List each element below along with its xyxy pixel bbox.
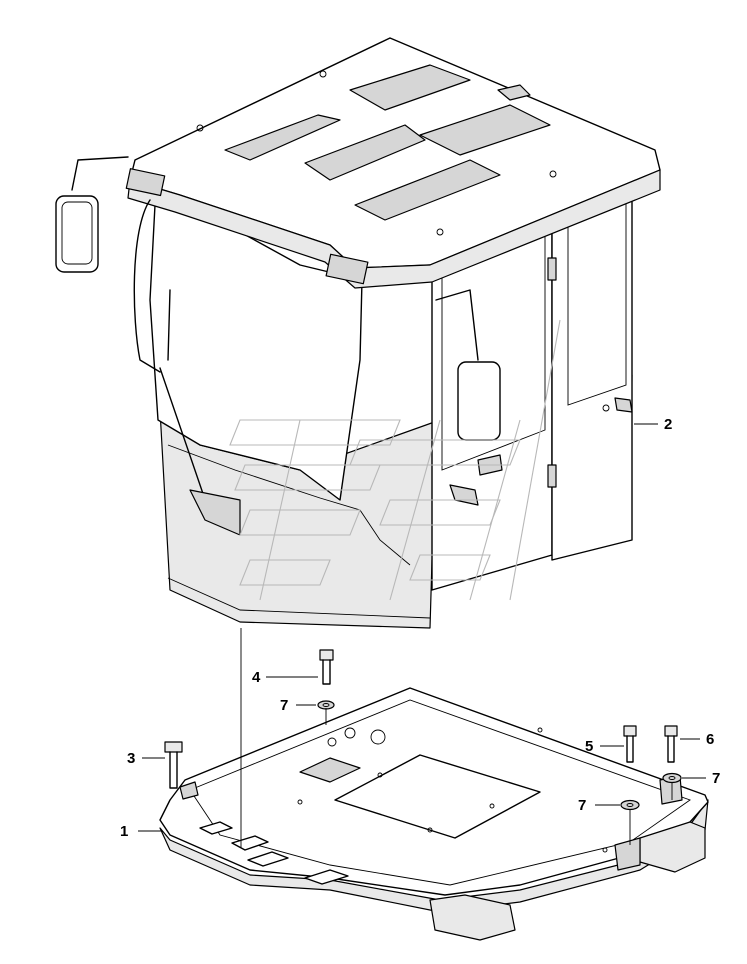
callout-3: 3 <box>127 750 135 767</box>
floor-hatch <box>334 754 541 839</box>
callout-1: 1 <box>120 823 128 840</box>
watermark-logo <box>229 319 561 601</box>
callout-4: 4 <box>252 669 261 686</box>
callout-6: 6 <box>706 731 714 748</box>
callout-2: 2 <box>664 416 672 433</box>
washer-7-a <box>317 700 335 710</box>
right-mirror <box>457 361 501 441</box>
callout-7-a: 7 <box>280 697 288 714</box>
washer-7-c <box>662 772 682 784</box>
bolt-4 <box>319 649 334 685</box>
callout-labels: 2 1 3 4 7 5 6 7 7 <box>120 416 720 840</box>
bolt-6 <box>664 725 678 763</box>
cab-front-window <box>149 204 363 501</box>
washer-7-b <box>620 799 640 811</box>
operator-cab <box>55 37 661 629</box>
front-mount <box>429 894 516 941</box>
callout-5: 5 <box>585 738 593 755</box>
left-mirror <box>55 195 99 273</box>
cab-rear-panel <box>551 184 633 561</box>
floor-plate <box>159 687 709 941</box>
bolt-5 <box>623 725 637 763</box>
leader-lines <box>138 423 706 848</box>
bolt-3 <box>164 741 183 789</box>
callout-7-b: 7 <box>578 797 586 814</box>
callout-7-c: 7 <box>712 770 720 787</box>
